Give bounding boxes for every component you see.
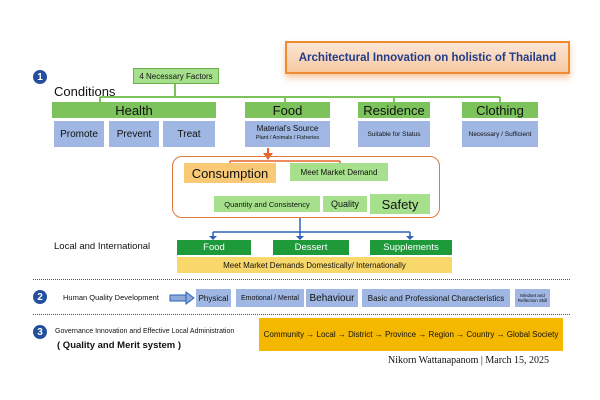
- food-header: Food: [245, 102, 330, 118]
- author-date: Nikorn Wattanapanom | March 15, 2025: [388, 355, 549, 366]
- food-source-sub: Plant / Animals / Fisheries: [255, 135, 320, 141]
- consumption-box: Consumption: [184, 163, 276, 183]
- hq-emotional: Emotional / Mental: [236, 289, 304, 307]
- food-source-box: Material's Source Plant / Animals / Fish…: [245, 121, 330, 147]
- hq-characteristics: Basic and Professional Characteristics: [362, 289, 510, 307]
- clothing-header: Clothing: [462, 102, 538, 118]
- diagram-title: Architectural Innovation on holistic of …: [285, 41, 570, 74]
- section-1-badge: 1: [33, 70, 47, 84]
- governance-chain-bar: Community → Local → District → Province …: [259, 318, 563, 351]
- product-dessert: Dessert: [273, 240, 349, 255]
- conditions-label: Conditions: [54, 84, 116, 99]
- necessary-factors-box: 4 Necessary Factors: [133, 68, 219, 84]
- governance-label: Governance Innovation and Effective Loca…: [55, 328, 235, 335]
- health-header: Health: [52, 102, 216, 118]
- local-international-label: Local and International: [54, 241, 151, 252]
- health-prevent: Prevent: [109, 121, 159, 147]
- quantity-consistency-box: Quantity and Consistency: [214, 196, 320, 212]
- quality-merit-label: ( Quality and Merit system ): [57, 340, 182, 351]
- hq-physical: Physical: [196, 289, 231, 307]
- divider-1: [33, 279, 570, 280]
- market-demands-bar: Meet Market Demands Domestically/ Intern…: [177, 257, 452, 273]
- residence-detail: Suitable for Status: [358, 121, 430, 147]
- human-quality-label: Human Quality Development: [63, 293, 159, 302]
- safety-box: Safety: [370, 194, 430, 214]
- section-3-badge: 3: [33, 325, 47, 339]
- section-2-badge: 2: [33, 290, 47, 304]
- residence-header: Residence: [358, 102, 430, 118]
- consumption-group: [172, 156, 440, 218]
- health-promote: Promote: [54, 121, 104, 147]
- hq-mindset: Mindset and Reflection Skill: [515, 289, 550, 307]
- product-food: Food: [177, 240, 251, 255]
- hq-behaviour: Behaviour: [306, 289, 358, 307]
- quality-box: Quality: [323, 196, 367, 212]
- clothing-detail: Necessary / Sufficient: [462, 121, 538, 147]
- product-supplements: Supplements: [370, 240, 452, 255]
- divider-2: [33, 314, 570, 315]
- food-source-label: Material's Source: [256, 124, 319, 133]
- market-demand-box: Meet Market Demand: [290, 163, 388, 181]
- health-treat: Treat: [163, 121, 215, 147]
